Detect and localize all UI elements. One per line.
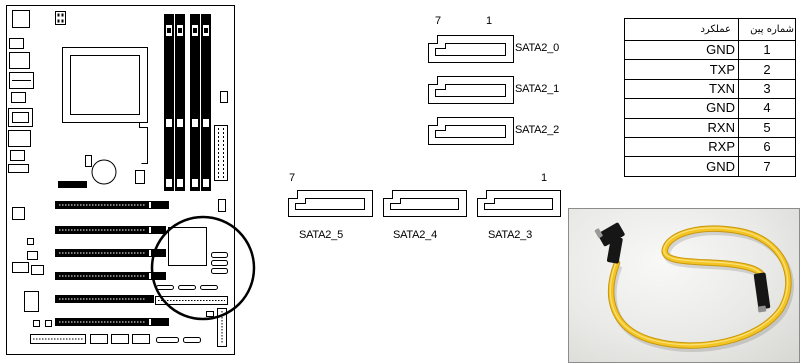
sata-cable-illustration bbox=[594, 222, 794, 353]
sata-cable-photo bbox=[568, 208, 800, 363]
atx-12v-connector bbox=[55, 11, 66, 25]
usb-header bbox=[217, 308, 227, 347]
cpu-socket bbox=[62, 47, 148, 164]
table-row: TXP 2 bbox=[624, 59, 796, 80]
table-row: RXP 6 bbox=[624, 136, 796, 158]
pin-number-column-header: شماره پین bbox=[738, 18, 796, 41]
front-panel-header bbox=[155, 296, 228, 305]
sata-connector-outline bbox=[477, 190, 563, 218]
small-header bbox=[135, 170, 145, 184]
atx-power-connector bbox=[214, 125, 228, 181]
pin-7-marker: 7 bbox=[435, 15, 442, 27]
pcie-slot bbox=[55, 201, 169, 209]
pin-number: 6 bbox=[738, 136, 796, 158]
sata-connector-outline bbox=[428, 35, 514, 63]
chipset-heatsink bbox=[168, 227, 207, 266]
straight-connector bbox=[753, 272, 771, 313]
pin-7-marker: 7 bbox=[289, 172, 296, 184]
sata-location-highlight-circle bbox=[150, 215, 256, 321]
pin-number: 2 bbox=[738, 59, 796, 80]
sata-port-label: SATA2_0 bbox=[515, 42, 560, 54]
pin-function: TXP bbox=[624, 59, 739, 80]
ram-slot bbox=[175, 14, 185, 191]
pin-number: 3 bbox=[738, 78, 796, 100]
table-row: TXN 3 bbox=[624, 78, 796, 100]
table-row: GND 1 bbox=[624, 39, 796, 61]
sata-port-label: SATA2_5 bbox=[298, 229, 344, 241]
small-connector bbox=[206, 311, 214, 317]
pin-function: RXP bbox=[624, 136, 739, 158]
sata-port-label: SATA2_4 bbox=[392, 229, 438, 241]
ram-slot bbox=[201, 14, 211, 191]
pin-function: GND bbox=[624, 98, 739, 119]
table-row: GND 4 bbox=[624, 98, 796, 119]
pin-function: GND bbox=[624, 156, 739, 177]
ram-slot bbox=[190, 14, 200, 191]
table-header-row: عملکرد شماره پین bbox=[624, 18, 796, 41]
pin-function: TXN bbox=[624, 78, 739, 100]
sata-port-label: SATA2_1 bbox=[515, 83, 560, 95]
pin-number: 1 bbox=[738, 39, 796, 61]
pin-function: RXN bbox=[624, 117, 739, 138]
cmos-battery bbox=[91, 159, 117, 185]
expansion-slots bbox=[55, 201, 169, 326]
sata-connector-outline bbox=[428, 76, 514, 104]
left-edge-components bbox=[12, 207, 52, 327]
small-connector bbox=[220, 91, 228, 103]
pin-number: 7 bbox=[738, 156, 796, 177]
sata-connector-outline bbox=[288, 190, 374, 218]
fan-header bbox=[85, 155, 92, 167]
pin-number: 4 bbox=[738, 98, 796, 119]
small-connector bbox=[218, 199, 226, 212]
ram-slot bbox=[164, 14, 174, 191]
sata-port-label: SATA2_3 bbox=[487, 229, 533, 241]
pin-1-marker: 1 bbox=[541, 172, 548, 184]
motherboard-diagram bbox=[6, 5, 256, 355]
rear-io-ports bbox=[8, 10, 34, 173]
bottom-headers bbox=[30, 334, 201, 344]
function-column-header: عملکرد bbox=[624, 18, 739, 41]
pin-function: GND bbox=[624, 39, 739, 61]
sata-cable-highlight bbox=[609, 227, 789, 346]
sata-connector-outline bbox=[383, 190, 469, 218]
pin-1-marker: 1 bbox=[486, 15, 493, 27]
right-angle-connector bbox=[594, 222, 625, 264]
sata-connector-outline bbox=[428, 117, 514, 145]
cpu-socket-lever bbox=[139, 122, 148, 164]
table-row: RXN 5 bbox=[624, 117, 796, 138]
pcie-x1-slot bbox=[58, 181, 87, 188]
table-row: GND 7 bbox=[624, 156, 796, 177]
pin-assignment-table: عملکرد شماره پین GND 1 TXP 2 TXN 3 GND 4… bbox=[624, 18, 796, 177]
pcie-slot bbox=[55, 318, 169, 326]
onboard-sata-ports bbox=[156, 252, 228, 290]
pin-number: 5 bbox=[738, 117, 796, 138]
sata-port-label: SATA2_2 bbox=[515, 124, 560, 136]
memory-slots bbox=[164, 14, 211, 191]
